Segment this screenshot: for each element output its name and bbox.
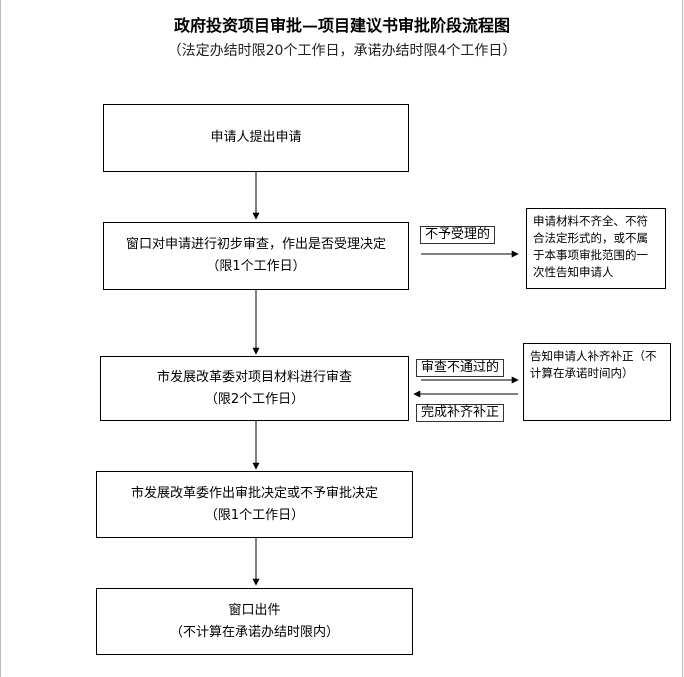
step-time-limit: （限1个工作日） [204, 507, 305, 523]
step-label: 市发展改革委对项目材料进行审查 [156, 369, 352, 385]
step-label: 窗口对申请进行初步审查，作出是否受理决定 [125, 237, 386, 252]
step-label: 市发展改革委作出审批决定或不予审批决定 [130, 485, 378, 501]
step-window-delivery: 窗口出件 （不计算在承诺办结时限内） [96, 588, 413, 655]
step-submit-application: 申请人提出申请 [103, 104, 409, 172]
step-label: 窗口出件 [228, 602, 281, 618]
step-approval-decision: 市发展改革委作出审批决定或不予审批决定 （限1个工作日） [96, 471, 413, 538]
right-border [682, 0, 683, 677]
step-time-limit: （限2个工作日） [204, 391, 305, 407]
step-time-limit: （限1个工作日） [206, 259, 306, 274]
flowchart-subtitle: （法定办结时限20个工作日，承诺办结时限4个工作日） [167, 43, 517, 59]
step-label: 申请人提出申请 [210, 130, 302, 145]
note-not-accepted: 申请材料不齐全、不符合法定形式的，或不属于本事项审批范围的一次性告知申请人 [526, 208, 666, 289]
step-preliminary-review: 窗口对申请进行初步审查，作出是否受理决定 （限1个工作日） [103, 222, 409, 290]
flowchart-title: 政府投资项目审批—项目建议书审批阶段流程图 [173, 16, 510, 35]
note-review-failed: 告知申请人补齐补正（不计算在承诺时间内） [523, 343, 671, 421]
left-border [0, 0, 1, 677]
label-not-accepted: 不予受理的 [420, 226, 496, 244]
label-supplement-done: 完成补齐补正 [416, 404, 505, 422]
label-review-failed: 审查不通过的 [416, 359, 505, 377]
step-material-review: 市发展改革委对项目材料进行审查 （限2个工作日） [100, 356, 409, 421]
step-time-limit: （不计算在承诺办结时限内） [169, 624, 339, 640]
